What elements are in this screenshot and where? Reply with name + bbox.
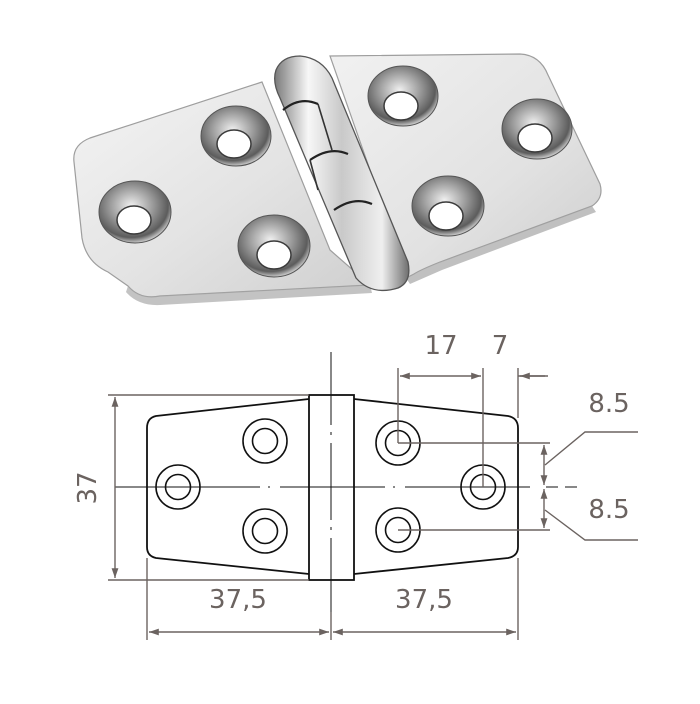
dim-height-label: 37 bbox=[73, 471, 103, 504]
drawing-hole bbox=[242, 508, 288, 554]
photo-hole bbox=[200, 105, 272, 167]
photo-hole bbox=[501, 98, 573, 160]
photo-hole bbox=[411, 175, 485, 237]
dim-lower-offset-label: 8.5 bbox=[588, 495, 629, 525]
dim-edge-offset-label: 7 bbox=[492, 331, 509, 361]
dimension-labels: 37 37,5 37,5 17 7 8.5 8.5 bbox=[73, 331, 630, 615]
technical-drawing: 37 37,5 37,5 17 7 8.5 8.5 bbox=[73, 331, 638, 640]
photo-hole bbox=[98, 180, 172, 244]
dim-left-width-label: 37,5 bbox=[209, 585, 267, 615]
photo-hole bbox=[367, 65, 439, 127]
drawing-hole bbox=[242, 418, 288, 464]
photo-hole bbox=[237, 214, 311, 278]
center-lines bbox=[115, 352, 577, 612]
hinge-knuckle bbox=[274, 55, 410, 292]
dim-upper-offset-label: 8.5 bbox=[588, 389, 629, 419]
dim-hole-pitch-label: 17 bbox=[424, 331, 457, 361]
photo-holes bbox=[98, 65, 573, 278]
drawing-hole bbox=[155, 464, 201, 510]
hinge-photo bbox=[73, 53, 602, 306]
dim-right-width-label: 37,5 bbox=[395, 585, 453, 615]
dimension-lines bbox=[108, 368, 638, 640]
